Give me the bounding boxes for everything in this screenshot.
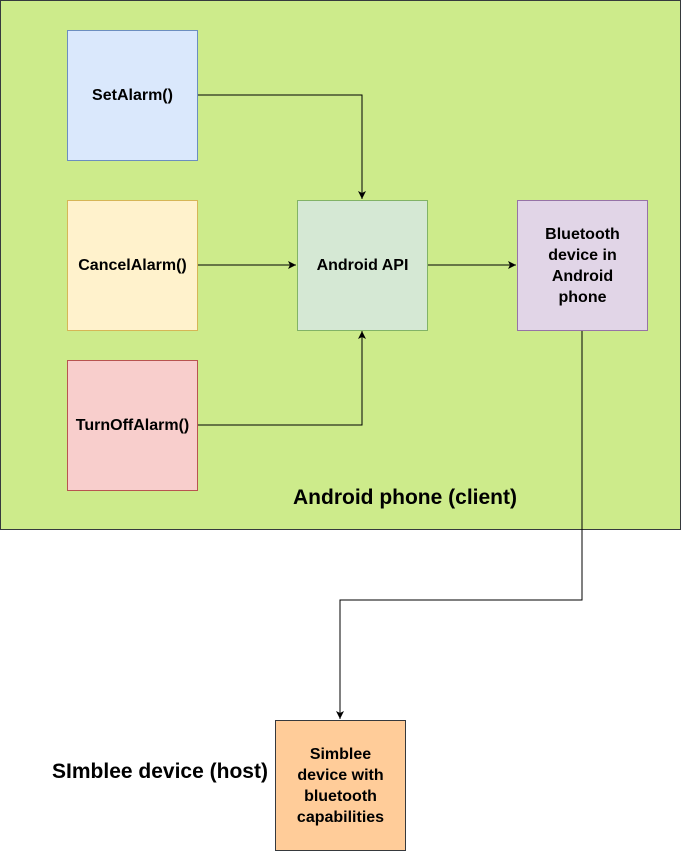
turnoffalarm-node[interactable]: TurnOffAlarm(): [67, 360, 198, 491]
android-phone-label: Android phone (client): [293, 486, 517, 509]
setalarm-node[interactable]: SetAlarm(): [67, 30, 198, 161]
simblee-node[interactable]: Simblee device with bluetooth capabiliti…: [275, 720, 406, 851]
cancelalarm-node[interactable]: CancelAlarm(): [67, 200, 198, 331]
android-api-node[interactable]: Android API: [297, 200, 428, 331]
simblee-host-label: SImblee device (host): [52, 760, 268, 783]
bluetooth-phone-node[interactable]: Bluetooth device in Android phone: [517, 200, 648, 331]
